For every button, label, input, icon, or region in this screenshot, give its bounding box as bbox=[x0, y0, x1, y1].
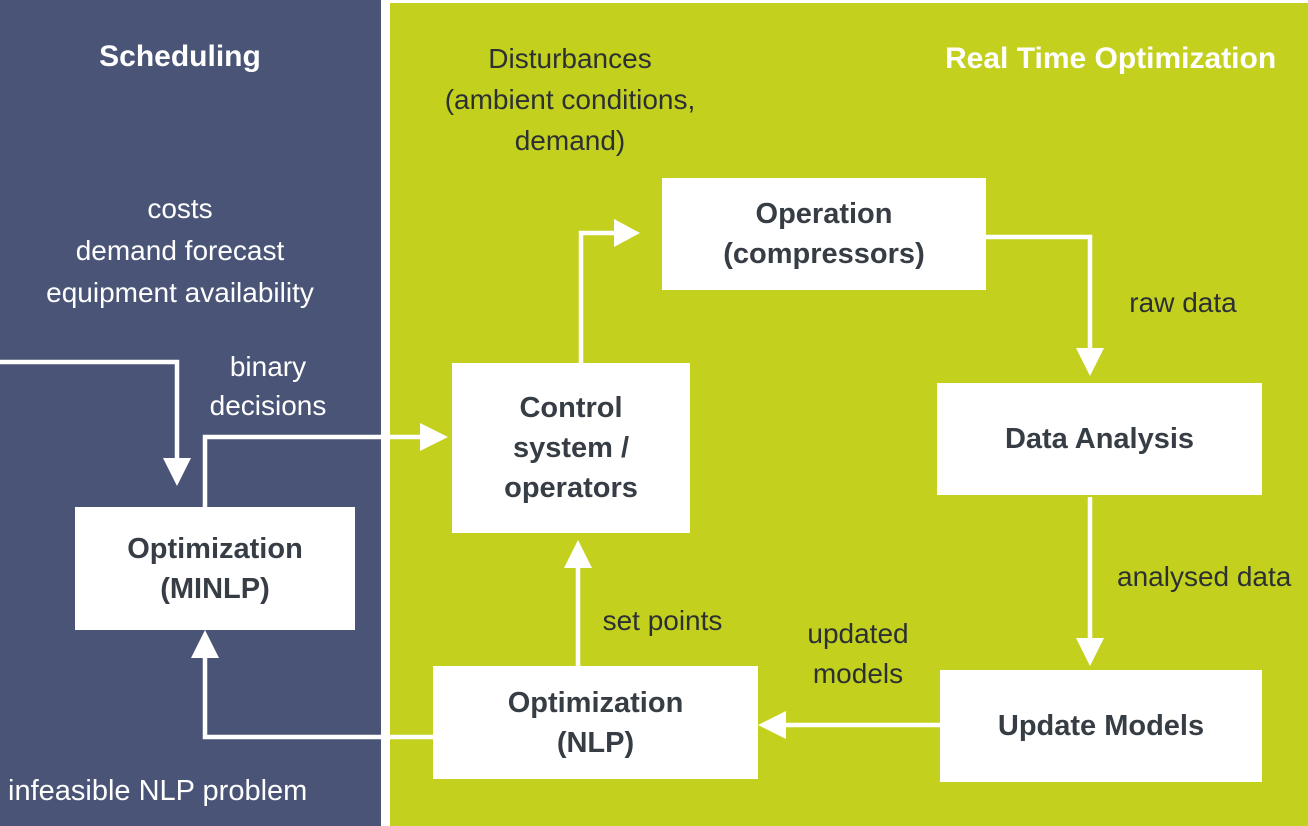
box-optimization-nlp: Optimization (NLP) bbox=[433, 666, 758, 779]
box-optimization-minlp: Optimization (MINLP) bbox=[75, 507, 355, 630]
rto-title: Real Time Optimization bbox=[945, 42, 1277, 75]
set-points-label: set points bbox=[602, 605, 723, 636]
binary-decisions-label: binary decisions bbox=[209, 351, 327, 421]
updated-models-label: updated models bbox=[807, 618, 909, 689]
raw-data-label: raw data bbox=[1129, 287, 1237, 318]
box-update-models: Update Models bbox=[940, 670, 1262, 782]
disturbances-label: Disturbances (ambient conditions, demand… bbox=[444, 43, 696, 156]
infeasible-nlp-label: infeasible NLP problem bbox=[8, 775, 308, 807]
scheduling-input-line: equipment availability bbox=[46, 277, 314, 308]
box-operation: Operation (compressors) bbox=[662, 178, 986, 290]
scheduling-inputs: costs demand forecast equipment availabi… bbox=[0, 188, 360, 314]
scheduling-input-line: costs bbox=[147, 193, 213, 224]
box-data-analysis: Data Analysis bbox=[937, 383, 1262, 495]
analysed-data-label: analysed data bbox=[1117, 561, 1292, 592]
scheduling-input-line: demand forecast bbox=[75, 235, 285, 266]
box-control-system: Control system / operators bbox=[452, 363, 690, 533]
scheduling-title: Scheduling bbox=[99, 40, 261, 73]
